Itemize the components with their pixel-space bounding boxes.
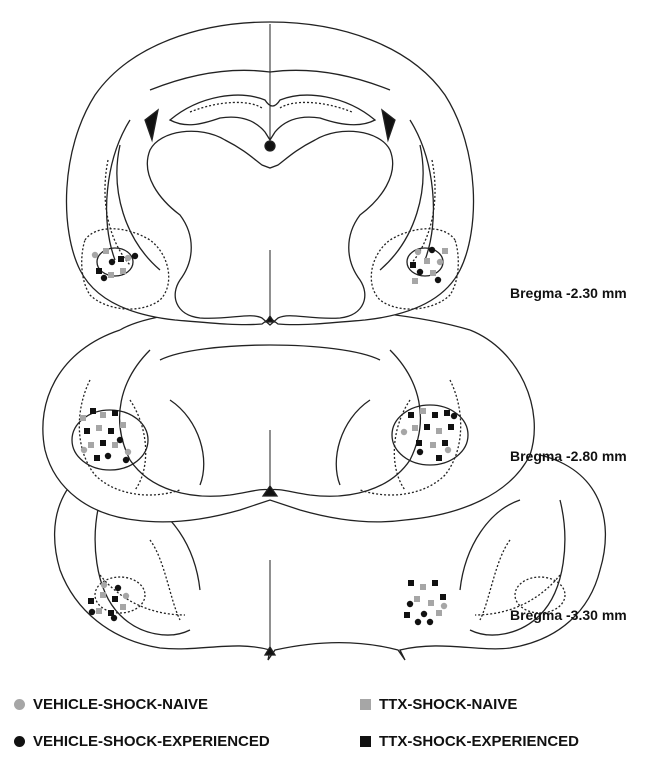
section-label-1: Bregma -2.30 mm	[510, 285, 627, 301]
legend-item-ttx-shock-experienced: TTX-SHOCK-EXPERIENCED	[360, 733, 579, 750]
black-square-icon	[360, 736, 371, 747]
legend-label: VEHICLE-SHOCK-NAIVE	[33, 696, 208, 713]
legend-item-vehicle-shock-experienced: VEHICLE-SHOCK-EXPERIENCED	[14, 733, 270, 750]
section-label-3: Bregma -3.30 mm	[510, 607, 627, 623]
section-label-2: Bregma -2.80 mm	[510, 448, 627, 464]
black-circle-icon	[14, 736, 25, 747]
gray-circle-icon	[14, 699, 25, 710]
legend-item-ttx-shock-naive: TTX-SHOCK-NAIVE	[360, 696, 517, 713]
gray-square-icon	[360, 699, 371, 710]
legend-label: TTX-SHOCK-NAIVE	[379, 696, 517, 713]
legend-label: TTX-SHOCK-EXPERIENCED	[379, 733, 579, 750]
brain-section-diagram	[0, 0, 660, 680]
legend-item-vehicle-shock-naive: VEHICLE-SHOCK-NAIVE	[14, 696, 208, 713]
legend-label: VEHICLE-SHOCK-EXPERIENCED	[33, 733, 270, 750]
